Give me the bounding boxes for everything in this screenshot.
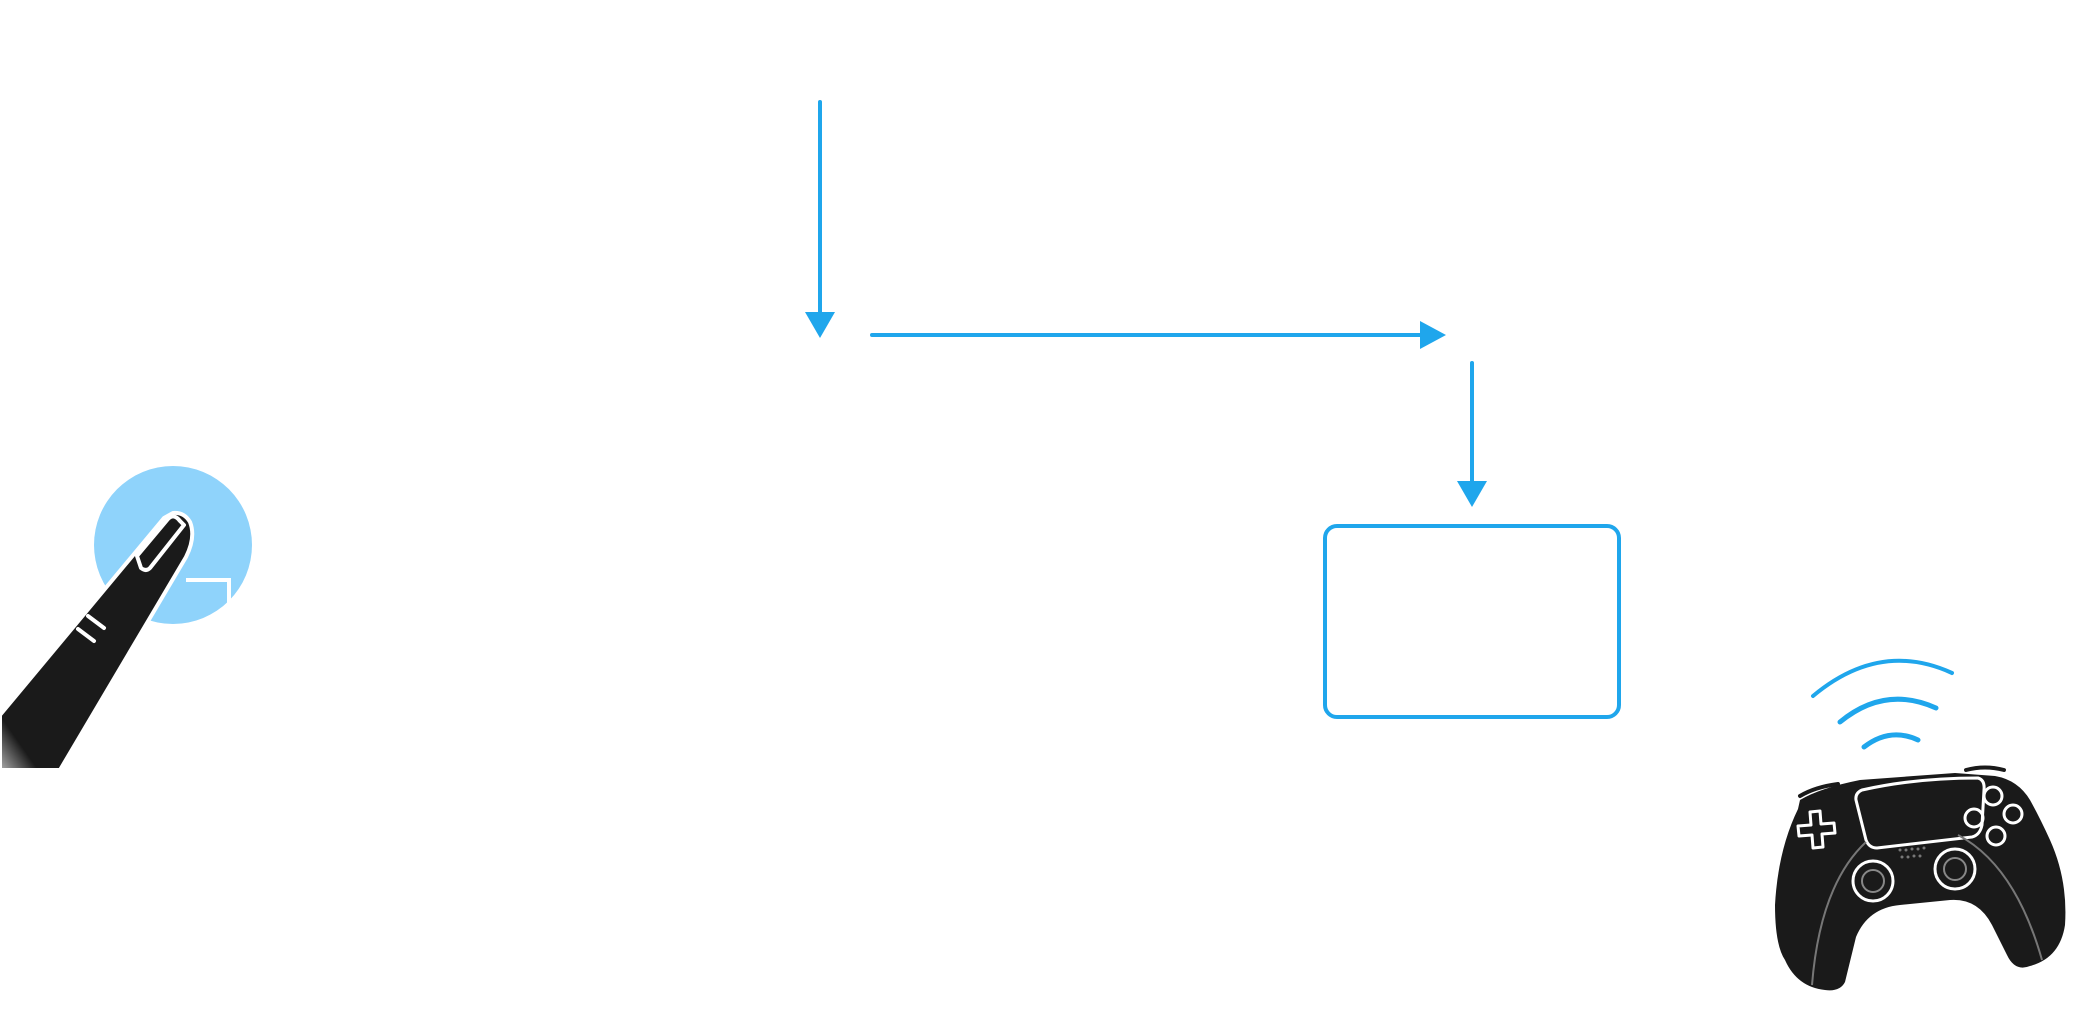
target-box [1323,524,1621,719]
arrow-right [870,321,1446,349]
arrow-down-2 [1457,361,1487,507]
game-controller-icon [1775,765,2066,991]
finger-tap-icon [0,466,252,800]
wireless-signal-icon [1811,658,1954,750]
arrow-down-1 [805,100,835,338]
